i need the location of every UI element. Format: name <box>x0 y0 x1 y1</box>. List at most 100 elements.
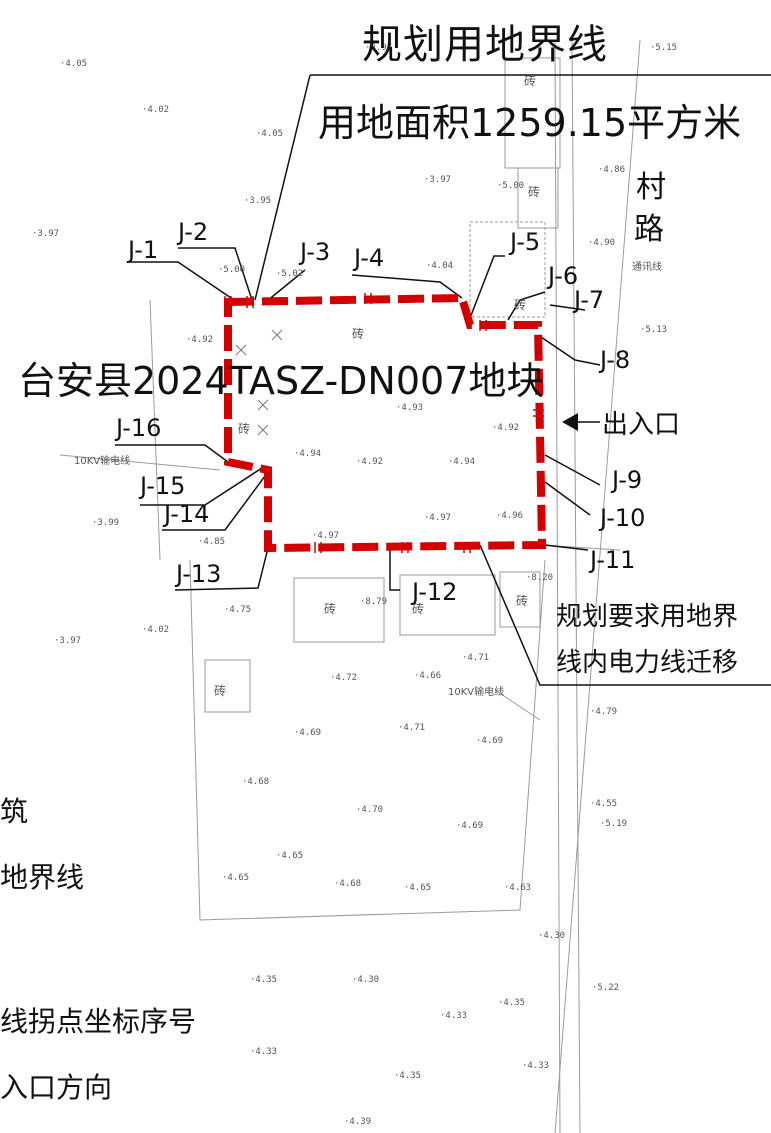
elevation-value: ·4.30 <box>352 975 379 985</box>
elevation-value: ·4.05 <box>60 59 87 69</box>
elevation-value: ·4.35 <box>250 975 277 985</box>
legend-entrance-direction: 出入口方向 <box>0 1071 113 1104</box>
point-label-j2: J-2 <box>178 218 209 246</box>
elevation-value: ·4.86 <box>598 165 625 175</box>
point-label-j7: J-7 <box>574 286 605 314</box>
elevation-value: ·4.55 <box>590 799 617 809</box>
brick-mark: 砖 <box>324 602 337 616</box>
point-label-j13: J-13 <box>176 560 222 588</box>
leader-lines <box>115 74 771 686</box>
elevation-value: ·4.69 <box>294 728 321 738</box>
elevation-value: ·5.00 <box>497 181 524 191</box>
elevation-value: ·4.39 <box>344 1117 371 1127</box>
corner-ticks <box>224 293 544 553</box>
elevation-value: ·4.65 <box>222 873 249 883</box>
elevation-value: ·4.69 <box>476 736 503 746</box>
point-label-j1: J-1 <box>128 236 159 264</box>
comm-line-label: 通讯线 <box>632 262 662 273</box>
note-line-2: 线内电力线迁移 <box>556 648 739 678</box>
elevation-value: ·4.94 <box>294 449 321 459</box>
elevation-value: ·4.75 <box>224 605 251 615</box>
elevation-value: ·4.70 <box>356 805 383 815</box>
land-boundary <box>224 293 547 553</box>
area-label: 用地面积1259.15平方米 <box>318 101 742 145</box>
point-label-j6: J-6 <box>548 262 579 290</box>
elevation-value: ·3.97 <box>32 229 59 239</box>
elevation-value: ·4.94 <box>448 457 475 467</box>
elevation-value: ·4.96 <box>496 511 523 521</box>
elevation-value: ·4.71 <box>462 653 489 663</box>
brick-mark: 砖 <box>412 602 425 616</box>
brick-mark: 砖 <box>528 185 541 199</box>
point-label-j9: J-9 <box>612 466 643 494</box>
elevation-value: ·4.72 <box>330 673 357 683</box>
elevation-value: ·4.66 <box>414 671 441 681</box>
point-label-j11: J-11 <box>590 546 636 574</box>
point-label-j8: J-8 <box>600 346 631 374</box>
elevation-value: ·5.00 <box>218 265 245 275</box>
legend-building: 建筑 <box>0 795 29 828</box>
elevation-value: ·4.92 <box>492 423 519 433</box>
note-line-1: 规划要求用地界 <box>556 602 739 632</box>
elevation-value: ·3.97 <box>365 43 392 53</box>
elevation-value: ·4.92 <box>186 335 213 345</box>
elevation-value: ·4.30 <box>538 931 565 941</box>
elevation-value: ·4.02 <box>142 105 169 115</box>
road-label-1: 村 <box>636 170 666 205</box>
elevation-value: ·4.63 <box>504 883 531 893</box>
brick-mark: 砖 <box>516 594 529 608</box>
elevation-value: ·4.85 <box>198 537 225 547</box>
elevation-value: ·4.65 <box>276 851 303 861</box>
point-label-j3: J-3 <box>300 238 331 266</box>
elevation-value: ·4.69 <box>456 821 483 831</box>
map-title: 规划用地界线 <box>362 22 608 68</box>
powerline-label-2: 10KV输电线 <box>448 687 505 698</box>
legend-point-number: 界线拐点坐标序号 <box>0 1005 197 1038</box>
elevation-value: ·4.68 <box>334 879 361 889</box>
brick-mark: 砖 <box>214 684 227 698</box>
elevation-value: ·4.04 <box>426 261 453 271</box>
elevation-value: ·4.35 <box>498 998 525 1008</box>
elevation-value: ·4.33 <box>440 1011 467 1021</box>
point-label-j14: J-14 <box>164 500 210 528</box>
elevation-value: ·4.93 <box>396 403 423 413</box>
elevation-value: ·4.02 <box>142 625 169 635</box>
elevation-value: ·8.79 <box>360 597 387 607</box>
elevation-value: ·4.90 <box>588 238 615 248</box>
elevation-value: ·4.33 <box>522 1061 549 1071</box>
elevation-value: ·3.97 <box>54 636 81 646</box>
elevation-value: ·4.33 <box>250 1047 277 1057</box>
elevation-value: ·4.68 <box>242 777 269 787</box>
elevation-value: ·4.71 <box>398 723 425 733</box>
point-label-j16: J-16 <box>116 414 162 442</box>
brick-mark: 砖 <box>238 422 251 436</box>
elevation-value: ·3.95 <box>244 196 271 206</box>
elevation-value: ·5.13 <box>640 325 667 335</box>
elevation-value: ·4.65 <box>404 883 431 893</box>
elevation-points: ·4.05 ·4.02 ·3.97 ·4.05 ·3.95 ·3.97 ·5.02 ·5.00… <box>32 43 677 1127</box>
elevation-value: ·4.05 <box>256 129 283 139</box>
point-label-j5: J-5 <box>510 228 541 256</box>
elevation-value: ·4.79 <box>590 707 617 717</box>
elevation-value: ·4.97 <box>424 513 451 523</box>
brick-mark: 砖 <box>352 327 365 341</box>
brick-mark: 砖 <box>524 74 537 88</box>
cross-marks <box>235 329 283 436</box>
legend-boundary: 用地界线 <box>0 861 85 894</box>
elevation-value: ·5.15 <box>650 43 677 53</box>
road-label-2: 路 <box>634 212 664 247</box>
brick-mark: 砖 <box>514 298 527 312</box>
parcel-label: 台安县2024TASZ-DN007地块 <box>18 359 545 403</box>
elevation-value: ·3.97 <box>424 175 451 185</box>
elevation-value: ·3.99 <box>92 518 119 528</box>
elevation-value: ·4.97 <box>312 531 339 541</box>
elevation-value: ·8.20 <box>526 573 553 583</box>
elevation-value: ·5.22 <box>592 983 619 993</box>
entrance-label: 出入口 <box>602 410 681 440</box>
arrow-left-icon <box>562 413 578 431</box>
survey-linework <box>59 39 641 1133</box>
point-label-j15: J-15 <box>140 472 186 500</box>
elevation-value: ·5.02 <box>276 269 303 279</box>
point-label-j12: J-12 <box>412 578 458 606</box>
